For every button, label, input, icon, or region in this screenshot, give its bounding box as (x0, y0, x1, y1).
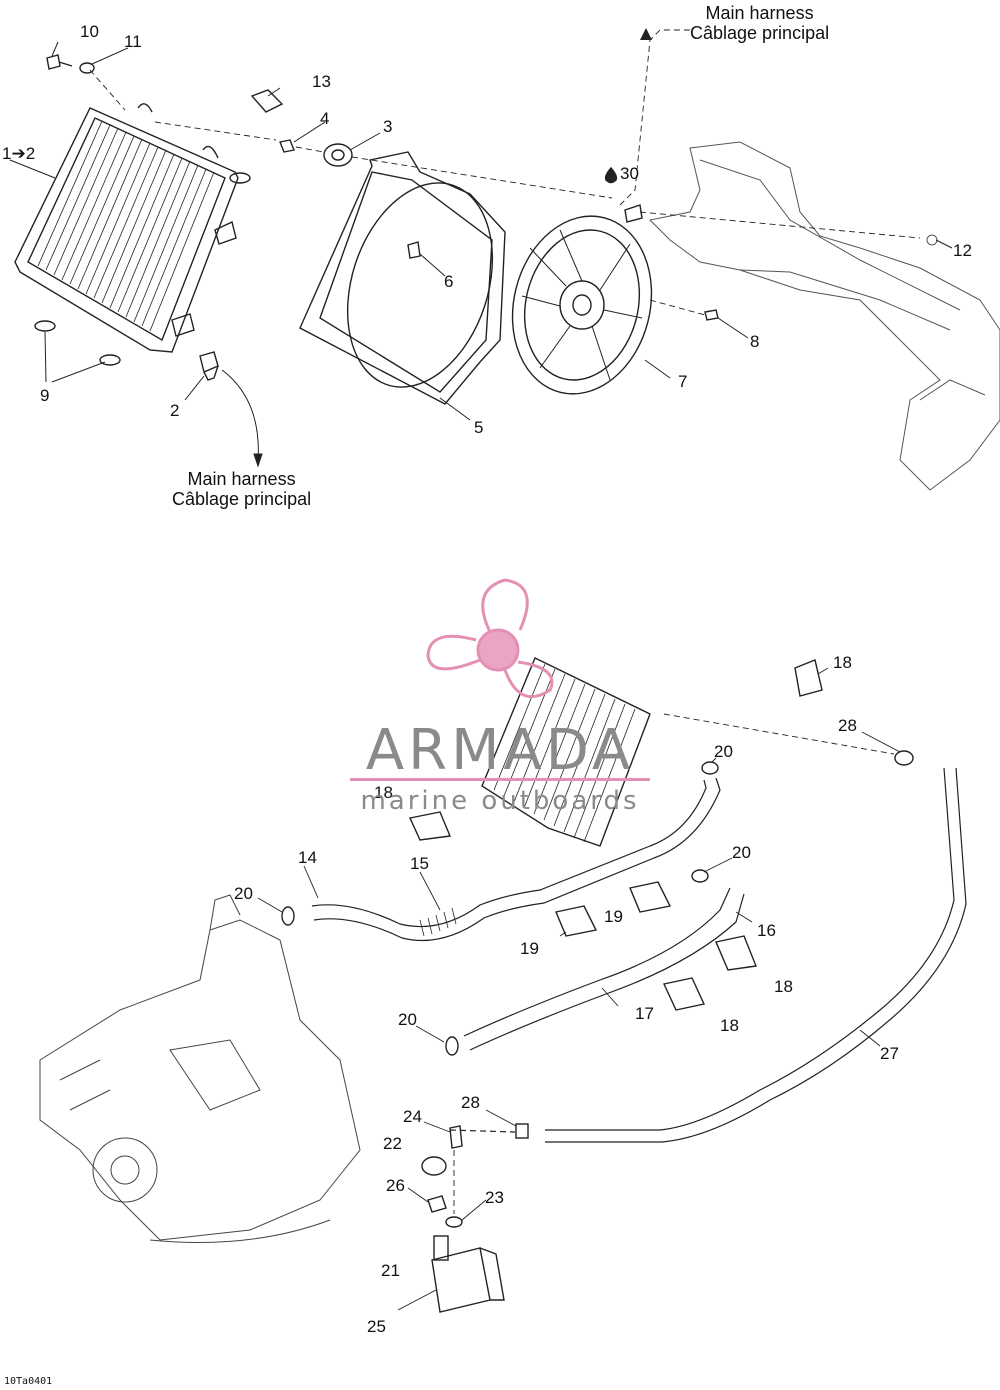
nut-26 (427, 1195, 447, 1213)
grease-drop-icon (604, 166, 618, 184)
callout-22: 22 (383, 1134, 402, 1153)
callout-9: 9 (40, 386, 50, 405)
watermark-subtitle: marine outboards (360, 786, 640, 816)
cap-22 (421, 1156, 447, 1176)
clamps-20 (281, 761, 719, 1056)
callout-21: 21 (381, 1261, 400, 1280)
callout-28-b: 28 (461, 1093, 480, 1112)
callout-8: 8 (750, 332, 760, 351)
callout-25: 25 (367, 1317, 386, 1336)
connector-8 (704, 309, 719, 321)
grommets-18-19 (408, 659, 823, 1011)
vehicle-frame (648, 141, 1000, 491)
callout-20-d: 20 (398, 1010, 417, 1029)
watermark-title: ARMADA (365, 718, 635, 783)
fitting-24 (449, 1125, 463, 1149)
clamp-28 (515, 750, 914, 1139)
callout-11: 11 (124, 32, 142, 51)
harness-label-top-fr: Câblage principal (690, 22, 830, 43)
reservoir-21 (431, 1235, 505, 1313)
fan-shroud (299, 151, 506, 405)
callout-24: 24 (403, 1107, 422, 1126)
radiator-top (14, 103, 251, 353)
grommet-3 (323, 143, 353, 167)
callout-26: 26 (386, 1176, 405, 1195)
washer-11 (79, 62, 95, 74)
harness-label-bottom-en: Main harness (187, 469, 296, 489)
radiator-bottom (481, 657, 651, 847)
nut-4 (279, 139, 295, 153)
harness-label-top: Main harness Câblage principal (690, 3, 830, 44)
hose-16-17 (463, 887, 745, 1051)
callout-27: 27 (880, 1044, 899, 1063)
bottom-leaders (257, 667, 901, 1311)
harness-label-bottom: Main harness Câblage principal (172, 469, 312, 510)
callout-5: 5 (474, 418, 484, 437)
callout-19-b: 19 (520, 939, 539, 958)
washer-23 (445, 1216, 463, 1228)
callout-18-d: 18 (720, 1016, 739, 1035)
callout-18-b: 18 (374, 783, 393, 802)
callout-18-c: 18 (774, 977, 793, 996)
grommets-9 (34, 320, 121, 366)
watermark-divider (350, 778, 650, 781)
callout-18-a: 18 (833, 653, 852, 672)
callout-12: 12 (953, 241, 972, 260)
callout-17: 17 (635, 1004, 654, 1023)
callout-16: 16 (757, 921, 776, 940)
callout-1: 1➔2 (2, 144, 36, 163)
sensor-2 (199, 351, 219, 381)
cap-13 (250, 89, 284, 113)
harness-label-top-en: Main harness (705, 3, 814, 23)
callout-20-b: 20 (732, 843, 751, 862)
bolt-10 (46, 54, 73, 70)
callout-30: 30 (620, 164, 639, 183)
fan-assembly (511, 204, 653, 395)
callout-13: 13 (312, 72, 331, 91)
hose-14-15 (311, 777, 721, 942)
leader-ticks (9, 28, 953, 468)
callout-15: 15 (410, 854, 429, 873)
callout-7: 7 (678, 372, 688, 391)
engine (39, 894, 361, 1243)
callout-20-c: 20 (234, 884, 253, 903)
document-code: 10Ta0401 (4, 1376, 53, 1387)
callout-23: 23 (485, 1188, 504, 1207)
watermark-propeller-icon (426, 578, 554, 699)
callout-20-a: 20 (714, 742, 733, 761)
callout-2: 2 (170, 401, 180, 420)
callout-3: 3 (383, 117, 393, 136)
harness-label-bottom-fr: Câblage principal (172, 488, 312, 509)
callout-28-a: 28 (838, 716, 857, 735)
callout-10: 10 (80, 22, 99, 41)
callout-4: 4 (320, 109, 330, 128)
callout-19-a: 19 (604, 907, 623, 926)
callout-14: 14 (298, 848, 317, 867)
callout-6: 6 (444, 272, 454, 291)
